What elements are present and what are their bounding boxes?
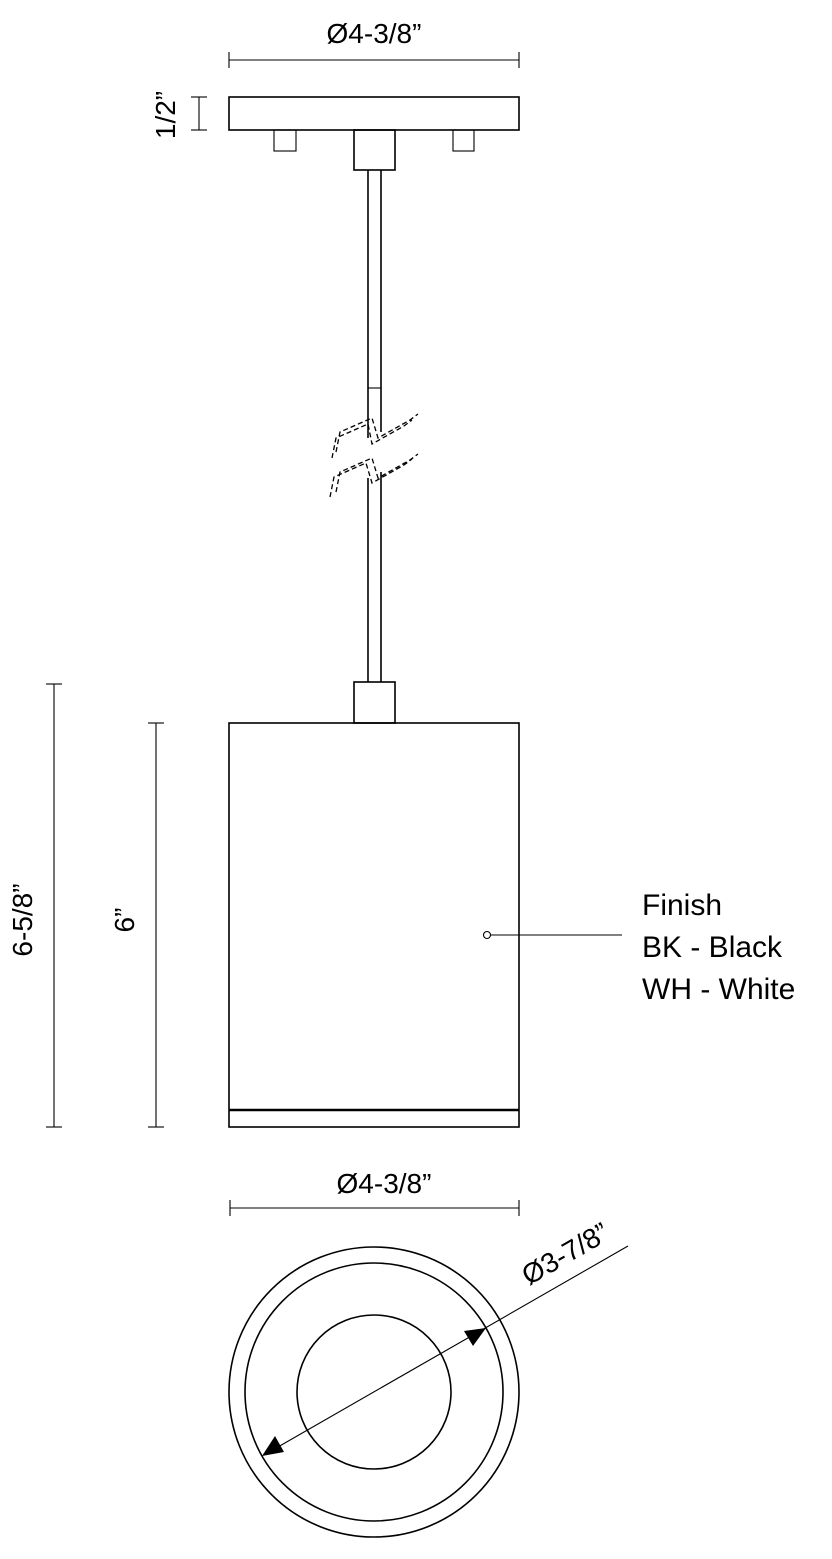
stem [367, 170, 382, 682]
finish-option-black: BK - Black [642, 931, 783, 964]
shade-height-dimension: 6” [109, 722, 164, 1128]
canopy-diameter-dimension: Ø4-3/8” [228, 18, 520, 68]
stem-break-symbol [329, 413, 419, 498]
shade-diameter-dimension: Ø4-3/8” [229, 1168, 520, 1216]
finish-callout: Finish BK - Black WH - White [482, 889, 795, 1006]
canopy-height-dimension: 1/2” [150, 91, 207, 139]
shade-diameter-label: Ø4-3/8” [337, 1168, 432, 1199]
finish-option-white: WH - White [642, 973, 795, 1006]
arrowhead-upper [464, 1328, 486, 1346]
canopy-diameter-label: Ø4-3/8” [327, 18, 422, 49]
overall-height-label: 6-5/8” [7, 883, 38, 956]
shade-height-label: 6” [109, 908, 140, 933]
overall-height-dimension: 6-5/8” [7, 683, 62, 1128]
bottom-view [228, 1246, 520, 1538]
aperture-diameter-label: Ø3-7/8” [516, 1217, 614, 1291]
shade [228, 681, 520, 1128]
canopy-height-label: 1/2” [150, 91, 181, 139]
canopy [228, 96, 520, 171]
arrowhead-lower [262, 1436, 284, 1456]
finish-title: Finish [642, 889, 722, 922]
